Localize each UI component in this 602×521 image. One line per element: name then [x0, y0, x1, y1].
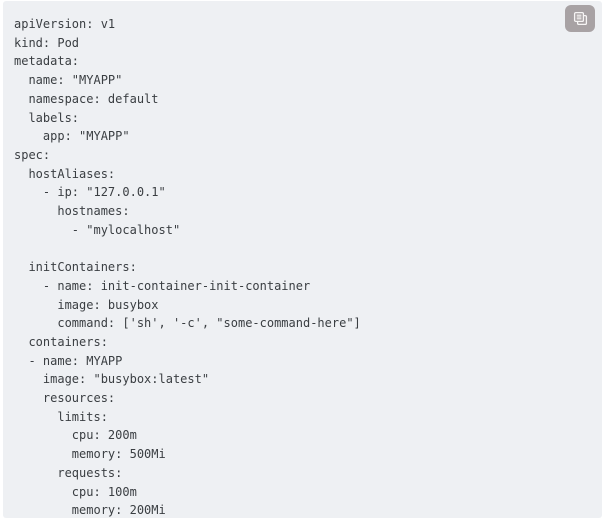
yaml-code-block: apiVersion: v1 kind: Pod metadata: name:…: [3, 1, 602, 518]
copy-button[interactable]: [565, 5, 595, 32]
copy-icon: [572, 10, 589, 27]
